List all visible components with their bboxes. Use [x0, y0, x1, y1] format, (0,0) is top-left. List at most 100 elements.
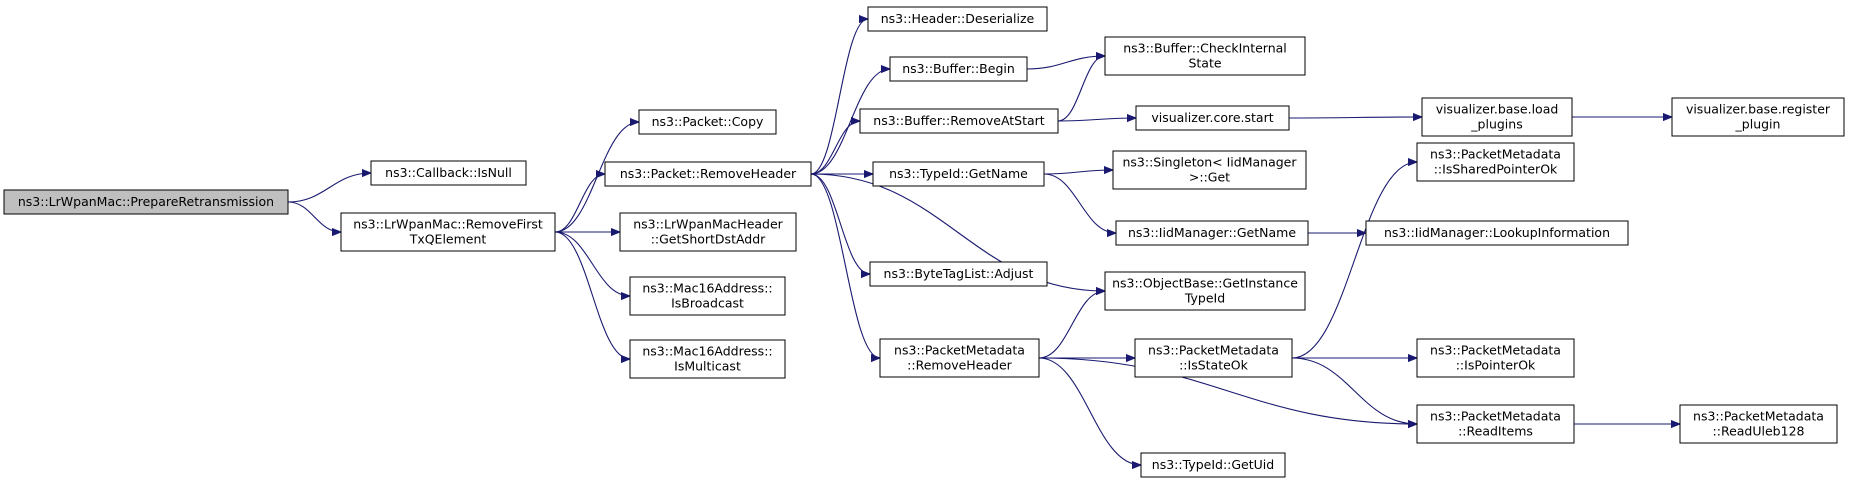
edge-n15-n21	[1288, 117, 1422, 118]
graph-node[interactable]: ns3::Callback::IsNull	[370, 160, 527, 186]
graph-node[interactable]: ns3::Buffer::RemoveAtStart	[859, 108, 1059, 134]
node-label: IsMulticast	[674, 359, 741, 374]
node-box[interactable]	[629, 276, 786, 316]
node-box[interactable]	[879, 338, 1040, 378]
node-label: ::IsSharedPointerOk	[1434, 162, 1558, 177]
graph-node[interactable]: ns3::ByteTagList::Adjust	[869, 261, 1048, 287]
node-label: >::Get	[1189, 170, 1230, 185]
graph-node[interactable]: ns3::Buffer::Begin	[889, 56, 1028, 82]
graph-node[interactable]: ns3::LrWpanMacHeader::GetShortDstAddr	[619, 212, 797, 252]
edge-n13-n25	[1038, 357, 1417, 424]
node-label: ::RemoveHeader	[907, 358, 1013, 373]
node-box[interactable]	[1112, 150, 1307, 190]
node-label: ns3::IidManager::LookupInformation	[1384, 225, 1610, 240]
graph-node[interactable]: ns3::Header::Deserialize	[867, 6, 1048, 32]
node-label: visualizer.base.register	[1686, 102, 1831, 117]
node-label: ::IsStateOk	[1179, 358, 1249, 373]
node-box[interactable]	[867, 6, 1048, 32]
graph-node[interactable]: visualizer.base.register_plugin	[1671, 97, 1845, 137]
node-box[interactable]	[859, 108, 1059, 134]
node-box[interactable]	[1104, 36, 1306, 76]
graph-node[interactable]: ns3::LrWpanMac::PrepareRetransmission	[3, 189, 289, 215]
node-box[interactable]	[638, 109, 777, 135]
graph-node[interactable]: ns3::Mac16Address::IsBroadcast	[629, 276, 786, 316]
node-box[interactable]	[1416, 142, 1575, 182]
graph-node[interactable]: ns3::Mac16Address::IsMulticast	[629, 339, 786, 379]
edge-n19-n25	[1291, 357, 1417, 424]
edge-n4-n12	[810, 173, 871, 274]
node-label: ns3::Packet::RemoveHeader	[620, 166, 797, 181]
node-label: ns3::Buffer::CheckInternal	[1123, 41, 1287, 56]
node-label: ns3::Packet::Copy	[652, 114, 764, 129]
root-node-box[interactable]	[3, 189, 289, 215]
node-box[interactable]	[619, 212, 797, 252]
edge-n4-n18	[810, 173, 1105, 291]
node-box[interactable]	[1671, 97, 1845, 137]
graph-node[interactable]: ns3::Singleton< IidManager >::Get	[1112, 150, 1307, 190]
node-box[interactable]	[872, 161, 1045, 187]
edge-n19-n23	[1291, 162, 1417, 359]
node-label: IsBroadcast	[671, 296, 744, 311]
node-label: ns3::TypeId::GetName	[889, 166, 1028, 181]
node-box[interactable]	[1679, 404, 1838, 444]
node-label: ns3::Mac16Address::	[642, 344, 772, 359]
node-label: ::ReadItems	[1458, 424, 1533, 439]
graph-node[interactable]: visualizer.base.load_plugins	[1421, 97, 1573, 137]
graph-node[interactable]: ns3::PacketMetadata::IsPointerOk	[1416, 338, 1575, 378]
node-box[interactable]	[604, 161, 812, 187]
node-box[interactable]	[1365, 220, 1629, 246]
edge-n9-n14	[1026, 56, 1105, 70]
node-box[interactable]	[1115, 220, 1309, 246]
node-box[interactable]	[1416, 338, 1575, 378]
graph-node[interactable]: ns3::IidManager::GetName	[1115, 220, 1309, 246]
node-box[interactable]	[1421, 97, 1573, 137]
graph-node[interactable]: ns3::TypeId::GetUid	[1140, 452, 1286, 478]
node-label: ns3::Header::Deserialize	[881, 11, 1035, 26]
graph-node[interactable]: ns3::PacketMetadata::ReadUleb128	[1679, 404, 1838, 444]
node-label: ns3::LrWpanMacHeader	[633, 217, 783, 232]
node-label: ::GetShortDstAddr	[651, 232, 766, 247]
graph-node[interactable]: ns3::PacketMetadata::ReadItems	[1416, 404, 1575, 444]
graph-node[interactable]: ns3::PacketMetadata::IsStateOk	[1134, 338, 1293, 378]
graph-node[interactable]: ns3::Packet::RemoveHeader	[604, 161, 812, 187]
graph-node[interactable]: visualizer.core.start	[1135, 105, 1290, 131]
node-label: ns3::TypeId::GetUid	[1152, 457, 1274, 472]
graph-node[interactable]: ns3::IidManager::LookupInformation	[1365, 220, 1629, 246]
node-box[interactable]	[1134, 338, 1293, 378]
edge-n4-n9	[810, 69, 890, 175]
graph-node[interactable]: ns3::Packet::Copy	[638, 109, 777, 135]
node-label: ::ReadUleb128	[1713, 424, 1805, 439]
node-box[interactable]	[1104, 271, 1306, 311]
edge-n13-n20	[1038, 357, 1141, 465]
edge-n11-n17	[1043, 173, 1116, 233]
node-label: ns3::ObjectBase::GetInstance	[1112, 276, 1298, 291]
node-box[interactable]	[869, 261, 1048, 287]
edge-n2-n7	[554, 231, 631, 359]
node-box[interactable]	[1140, 452, 1286, 478]
node-box[interactable]	[1416, 404, 1575, 444]
graph-node[interactable]: ns3::PacketMetadata::IsSharedPointerOk	[1416, 142, 1575, 182]
node-box[interactable]	[340, 212, 556, 252]
edge-n4-n13	[810, 173, 881, 358]
node-label: ns3::Buffer::RemoveAtStart	[873, 113, 1045, 128]
node-box[interactable]	[629, 339, 786, 379]
node-label: ns3::PacketMetadata	[1430, 343, 1561, 358]
edge-n10-n14	[1057, 56, 1106, 122]
edge-n13-n18	[1038, 291, 1106, 359]
nodes-layer: ns3::LrWpanMac::PrepareRetransmissionns3…	[3, 6, 1845, 478]
edge-n2-n6	[554, 231, 630, 296]
node-label: visualizer.base.load	[1436, 102, 1559, 117]
edge-n11-n16	[1043, 170, 1113, 175]
node-label: ns3::ByteTagList::Adjust	[884, 266, 1034, 281]
graph-node[interactable]: ns3::PacketMetadata::RemoveHeader	[879, 338, 1040, 378]
node-box[interactable]	[370, 160, 527, 186]
node-label: ns3::IidManager::GetName	[1128, 225, 1296, 240]
node-label: State	[1188, 56, 1221, 71]
node-box[interactable]	[1135, 105, 1290, 131]
node-label: ns3::PacketMetadata	[1430, 147, 1561, 162]
node-box[interactable]	[889, 56, 1028, 82]
graph-node[interactable]: ns3::TypeId::GetName	[872, 161, 1045, 187]
